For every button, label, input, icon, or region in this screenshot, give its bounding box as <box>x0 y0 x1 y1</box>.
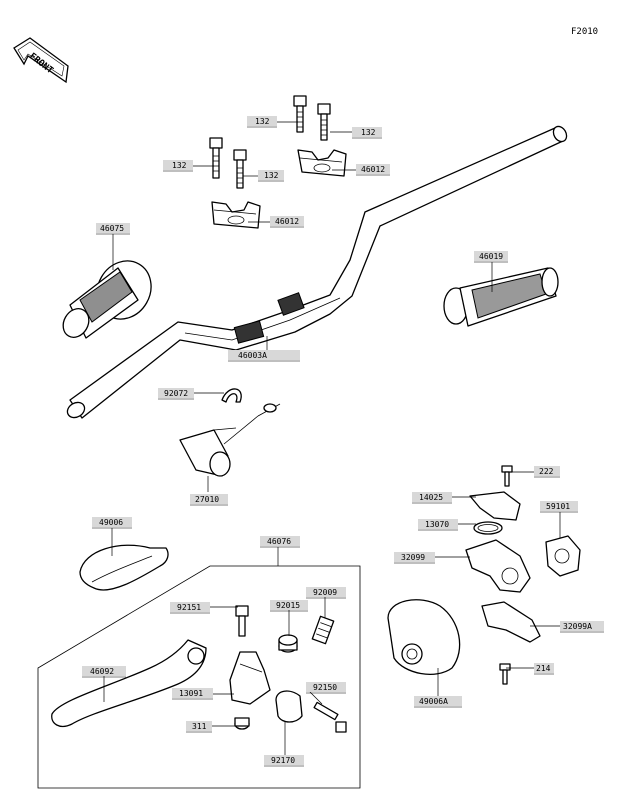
callout-text: 311 <box>192 722 207 731</box>
callout-132[interactable]: 132 <box>163 160 193 172</box>
callout-32099a[interactable]: 32099A <box>560 621 604 633</box>
callouts: 132 132 132 132 46012 46012 46075 46019 … <box>82 116 604 767</box>
callout-13091[interactable]: 13091 <box>172 688 213 700</box>
callout-text: 14025 <box>419 493 443 502</box>
callout-text: 46003A <box>238 351 267 360</box>
housing-32099a <box>481 601 541 643</box>
bolt-132-a <box>293 95 307 133</box>
callout-92015[interactable]: 92015 <box>270 600 308 612</box>
clip-92072 <box>221 388 242 403</box>
callout-92072[interactable]: 92072 <box>158 388 194 400</box>
lever-cap-49006 <box>79 544 169 591</box>
callout-text: 46076 <box>267 537 291 546</box>
callout-46019[interactable]: 46019 <box>474 251 508 263</box>
callout-text: 92170 <box>271 756 295 765</box>
callout-text: 59101 <box>546 502 570 511</box>
nut-311 <box>234 717 250 730</box>
callout-49006[interactable]: 49006 <box>92 517 132 529</box>
callout-92009[interactable]: 92009 <box>306 587 346 599</box>
bolt-92150 <box>313 701 347 733</box>
callout-text: 132 <box>255 117 270 126</box>
callout-14025[interactable]: 14025 <box>412 492 452 504</box>
cover-49006a <box>387 599 461 675</box>
holder-13091 <box>229 651 271 705</box>
handlebar <box>66 125 568 419</box>
bolt-132-d <box>233 149 247 189</box>
callout-92150[interactable]: 92150 <box>306 682 346 694</box>
callout-text: 222 <box>539 467 554 476</box>
callout-49006a[interactable]: 49006A <box>414 696 462 708</box>
housing-32099 <box>465 539 531 593</box>
callout-132[interactable]: 132 <box>247 116 277 128</box>
callout-46075[interactable]: 46075 <box>96 223 130 235</box>
callout-46012[interactable]: 46012 <box>356 164 390 176</box>
screw-214 <box>499 663 511 685</box>
callout-text: 46012 <box>275 217 299 226</box>
ring-13070 <box>473 521 503 535</box>
grip-right-46019 <box>443 267 559 327</box>
callout-text: 92150 <box>313 683 337 692</box>
callout-46003a[interactable]: 46003A <box>228 350 300 362</box>
switch-27010 <box>179 403 281 477</box>
callout-text: 92072 <box>164 389 188 398</box>
callout-46076[interactable]: 46076 <box>260 536 300 548</box>
callout-text: 132 <box>172 161 187 170</box>
callout-311[interactable]: 311 <box>186 721 212 733</box>
callout-text: 49006 <box>99 518 123 527</box>
adjuster-92009 <box>311 615 335 645</box>
callout-text: 32099 <box>401 553 425 562</box>
callout-text: 92015 <box>276 601 300 610</box>
callout-132[interactable]: 132 <box>258 170 284 182</box>
callout-text: 46012 <box>361 165 385 174</box>
callout-13070[interactable]: 13070 <box>418 519 458 531</box>
lever-assembly-box <box>37 565 361 789</box>
cap-59101 <box>545 535 581 577</box>
callout-text: 27010 <box>195 495 219 504</box>
bolt-132-c <box>209 137 223 179</box>
callout-46012[interactable]: 46012 <box>270 216 304 228</box>
nut-92015 <box>278 634 298 653</box>
callout-text: 46019 <box>479 252 503 261</box>
callout-132[interactable]: 132 <box>352 127 382 139</box>
figure-code: F2010 <box>571 27 598 37</box>
callout-222[interactable]: 222 <box>534 466 560 478</box>
callout-text: 49006A <box>419 697 448 706</box>
callout-text: 132 <box>361 128 376 137</box>
bolt-92151 <box>235 605 249 637</box>
callout-text: 214 <box>536 664 551 673</box>
callout-32099[interactable]: 32099 <box>394 552 435 564</box>
callout-59101[interactable]: 59101 <box>540 501 578 513</box>
callout-text: 32099A <box>563 622 592 631</box>
callout-92151[interactable]: 92151 <box>170 602 210 614</box>
callout-text: 46092 <box>90 667 114 676</box>
lever-46092 <box>51 639 207 728</box>
holder-46012-upper <box>297 149 347 177</box>
callout-text: 92151 <box>177 603 201 612</box>
callout-text: 92009 <box>313 588 337 597</box>
plate-14025 <box>469 491 521 521</box>
holder-46012-lower <box>211 201 261 229</box>
bolt-132-b <box>317 103 331 141</box>
callout-text: 46075 <box>100 224 124 233</box>
bar-knurl <box>233 292 305 344</box>
callout-92170[interactable]: 92170 <box>264 755 304 767</box>
callout-text: 132 <box>264 171 279 180</box>
screw-222 <box>501 465 513 487</box>
callout-27010[interactable]: 27010 <box>190 494 228 506</box>
callout-text: 13091 <box>179 689 203 698</box>
grip-left-46075 <box>62 260 152 339</box>
front-arrow-icon: FRONT <box>13 37 69 84</box>
clamp-92170 <box>275 690 303 723</box>
leader-lines <box>103 121 561 755</box>
callout-text: 13070 <box>425 520 449 529</box>
callout-214[interactable]: 214 <box>534 663 554 675</box>
callout-46092[interactable]: 46092 <box>82 666 126 678</box>
